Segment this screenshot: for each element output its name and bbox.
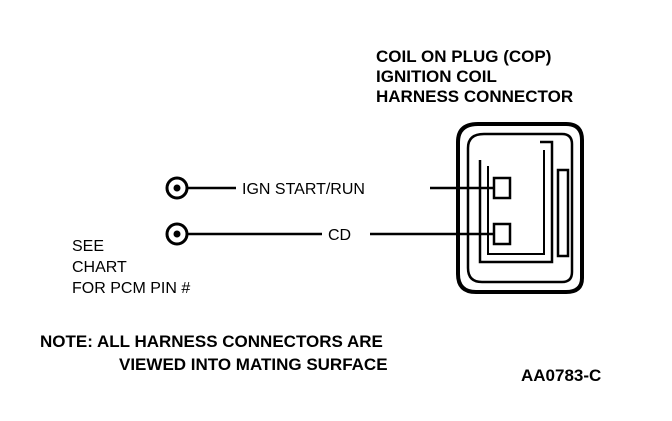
circuit-ign-start-run: IGN START/RUN: [165, 176, 494, 200]
circuit-2-label: CD: [328, 227, 351, 244]
connector-inner-shell: [466, 132, 574, 284]
title-line-1: COIL ON PLUG (COP): [376, 47, 551, 66]
note-line-1: NOTE: ALL HARNESS CONNECTORS ARE: [40, 332, 383, 351]
circuit-1-label: IGN START/RUN: [242, 181, 365, 198]
circuit-cd: CD: [165, 222, 494, 246]
figure-id: AA0783-C: [521, 366, 601, 385]
side-note-line-2: CHART: [72, 259, 127, 276]
coil-connector: [456, 122, 584, 294]
title-line-3: HARNESS CONNECTOR: [376, 87, 573, 106]
side-note-line-3: FOR PCM PIN #: [72, 280, 190, 297]
terminal-pin-2: [492, 222, 512, 246]
connector-latch: [556, 168, 570, 258]
side-note-line-1: SEE: [72, 238, 104, 255]
connector-cavity: [478, 140, 554, 264]
terminal-pin-1: [492, 176, 512, 200]
circuit-2-terminal-dot: [173, 230, 181, 238]
title-line-2: IGNITION COIL: [376, 67, 497, 86]
note-line-2: VIEWED INTO MATING SURFACE: [119, 355, 388, 374]
circuit-1-terminal-dot: [173, 184, 181, 192]
connector-outer-shell: [456, 122, 584, 294]
connector-cavity-inner: [487, 150, 545, 255]
